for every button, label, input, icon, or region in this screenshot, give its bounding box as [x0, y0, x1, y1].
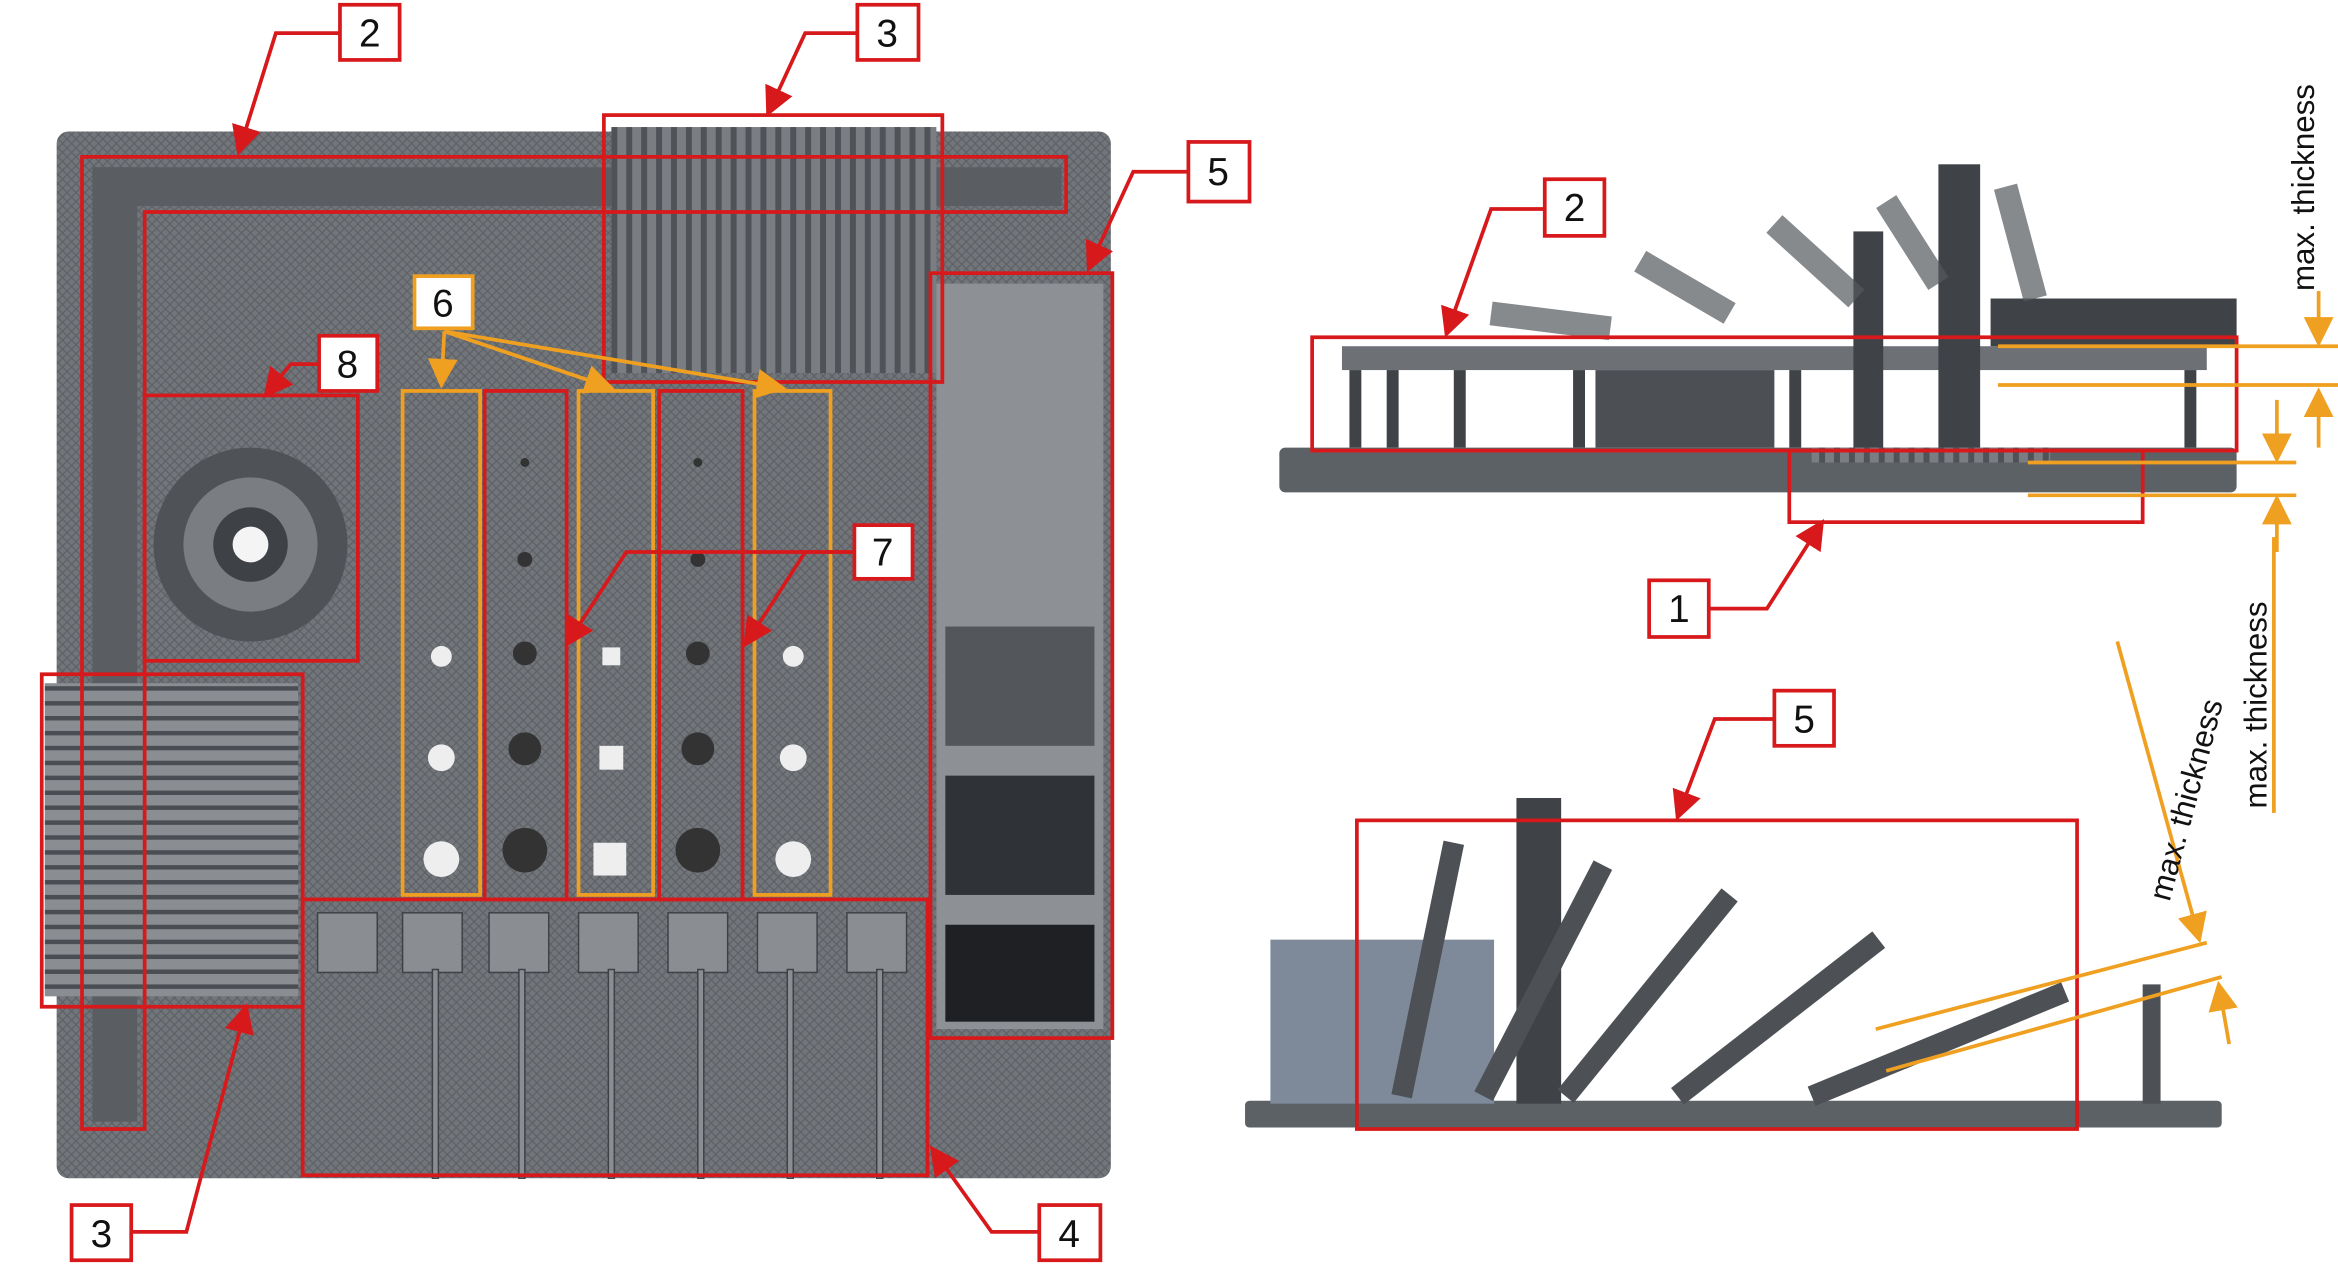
red-leaders: [131, 31, 1825, 1234]
region-3-left: [39, 672, 305, 1009]
label-2-top: 2: [338, 2, 402, 62]
region-6-a: [400, 389, 482, 897]
label-7-text: 7: [872, 531, 894, 574]
max-thickness-mid-label: max. thickness: [2238, 601, 2273, 808]
horizontal-ribs: [44, 683, 299, 997]
label-3-top-text: 3: [876, 13, 898, 56]
region-2-left: [80, 154, 1068, 1131]
label-1-text: 1: [1668, 588, 1690, 631]
label-8: 8: [317, 333, 380, 393]
bridge-step-darkest: [945, 924, 1095, 1022]
holes-and-pins: [423, 458, 812, 878]
region-7-b: [657, 389, 745, 902]
stems: [316, 912, 908, 1179]
top-view-photo: [44, 127, 1111, 1179]
label-6-text: 6: [432, 282, 454, 325]
region-1: [1787, 448, 2145, 525]
side-view-photo: [1279, 164, 2237, 493]
region-4: [300, 897, 930, 1178]
label-5-right: 5: [1772, 688, 1836, 748]
max-thickness-bottom-label: max. thickness: [2142, 695, 2229, 904]
ring-hole: [232, 526, 269, 563]
label-4: 4: [1037, 1203, 1103, 1263]
label-boxes: 2 3 5 6 8 7 3 4 2 1 5: [69, 2, 1836, 1263]
label-2-right-text: 2: [1564, 187, 1586, 230]
label-3-bottom: 3: [69, 1203, 134, 1263]
max-thickness-top-label: max. thickness: [2286, 84, 2321, 291]
region-8: [142, 393, 360, 663]
overhang-view-photo: [1245, 798, 2222, 1128]
orange-leaders: [427, 291, 2338, 1073]
label-8-text: 8: [337, 344, 359, 387]
region-5-left: [928, 271, 1115, 1040]
bridge-step-dark: [945, 626, 1095, 746]
vertical-ribs: [611, 127, 937, 374]
label-3-top: 3: [855, 2, 921, 62]
region-2-right: [1310, 335, 2239, 453]
label-2-right: 2: [1542, 177, 1607, 238]
label-4-text: 4: [1058, 1213, 1080, 1256]
label-2-top-text: 2: [359, 13, 381, 56]
label-3-bottom-text: 3: [91, 1213, 113, 1256]
label-5-top: 5: [1186, 140, 1252, 204]
label-1: 1: [1647, 578, 1711, 639]
label-5-top-text: 5: [1207, 151, 1229, 194]
label-6: 6: [412, 274, 475, 331]
label-7: 7: [852, 523, 915, 581]
bridge-step-darker: [945, 775, 1095, 895]
label-5-right-text: 5: [1793, 698, 1815, 741]
